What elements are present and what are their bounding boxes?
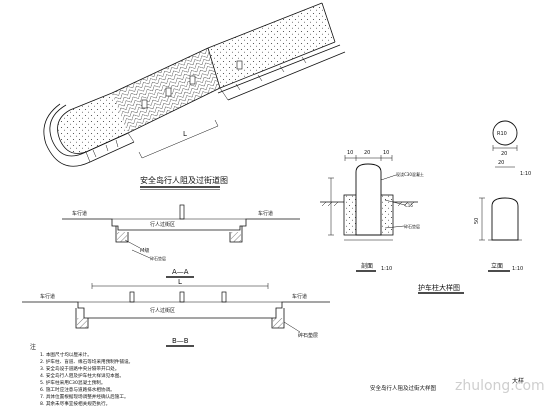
label-island-aa: 行人过街区	[150, 221, 175, 228]
notes-block: 注 1. 本图尺寸均以厘米计。 2. 护车柱、盲道、缘石等均采用预制件铺设。 3…	[30, 343, 133, 407]
label-curb-aa: M级	[140, 247, 149, 254]
plan-dim-l: L	[183, 130, 187, 138]
label-road-bb-right: 车行道	[292, 293, 307, 300]
title-bb: B—B	[172, 337, 189, 345]
title-bollard-detail: 护车柱大样图	[418, 283, 460, 292]
label-island-bb: 行人过街区	[150, 307, 175, 314]
label-bed-bb: 碎石垫层	[298, 332, 318, 339]
note-2: 2. 护车柱、盲道、缘石等均采用预制件铺设。	[40, 358, 133, 365]
watermark: zhulong.com	[455, 378, 545, 394]
bollard-top-view: R10 20	[492, 120, 518, 157]
stamp: 大样	[512, 377, 524, 385]
dim-10a: 10	[347, 150, 353, 156]
bollard-aa	[179, 204, 185, 220]
note-5: 5. 护车柱采用C30混凝土预制。	[40, 379, 105, 386]
bollard-elevation-body	[491, 197, 519, 241]
bollard-elevation: 20 1:10 50 立面 1:10	[474, 160, 531, 272]
dim-20c: 20	[501, 151, 507, 157]
label-base-aa: 碎石垫层	[150, 255, 166, 261]
label-base-detail: 碎石垫层	[404, 223, 420, 229]
dim-r10: R10	[497, 131, 507, 137]
paver-strip-right	[208, 3, 335, 88]
dim-20b: 20	[498, 160, 504, 166]
section-bb: L 车行道 行人过街区 车行道 碎石垫层 B—B	[22, 278, 330, 347]
bollards-bb	[129, 291, 227, 303]
bollard-plan	[141, 60, 243, 109]
title-section: 剖面	[361, 262, 373, 270]
bollard-section-body	[355, 163, 382, 236]
note-6: 6. 施工时应注意与道路排水相协调。	[40, 386, 115, 393]
bollard-top-circle	[492, 120, 518, 146]
note-4: 4. 安全岛行人阻及护车柱大样详见本图。	[40, 372, 124, 379]
plan-view: L 安全岛行人阻及过街道图	[43, 2, 346, 190]
scale-elevation: 1:10	[512, 266, 523, 272]
dim-20a: 20	[364, 150, 370, 156]
dim-50: 50	[474, 218, 480, 224]
label-road-aa-right: 车行道	[258, 210, 273, 217]
label-c15: C15	[405, 203, 413, 208]
title-elevation: 立面	[491, 262, 503, 270]
dim-10b: 10	[383, 150, 389, 156]
note-7: 7. 具体位置根据现场调整并经确认后施工。	[40, 393, 129, 400]
title-aa: A—A	[172, 268, 189, 276]
note-8: 8. 其余未尽事宜按相关规范执行。	[40, 400, 110, 407]
bb-dim-l: L	[178, 278, 182, 286]
label-road-bb: 车行道	[40, 293, 55, 300]
sheet-title: 安全岛行人阻及过街大样图	[370, 384, 437, 392]
note-1: 1. 本图尺寸均以厘米计。	[40, 351, 92, 358]
section-aa: 车行道 行人过街区 车行道 M级 A—A 碎石垫层	[62, 204, 300, 278]
scale-top: 1:10	[520, 171, 531, 177]
notes-title: 注	[30, 343, 36, 351]
note-3: 3. 安全岛设于道路中央分隔带开口处。	[40, 365, 119, 372]
bollard-section-detail: 10 20 10 现浇C30混凝土 C15 碎石垫层 剖面 1:10	[320, 150, 424, 272]
scale-section: 1:10	[381, 266, 392, 272]
plan-title: 安全岛行人阻及过街道图	[140, 175, 228, 185]
label-fill: 现浇C30混凝土	[396, 171, 424, 177]
label-road-aa: 车行道	[72, 210, 87, 217]
